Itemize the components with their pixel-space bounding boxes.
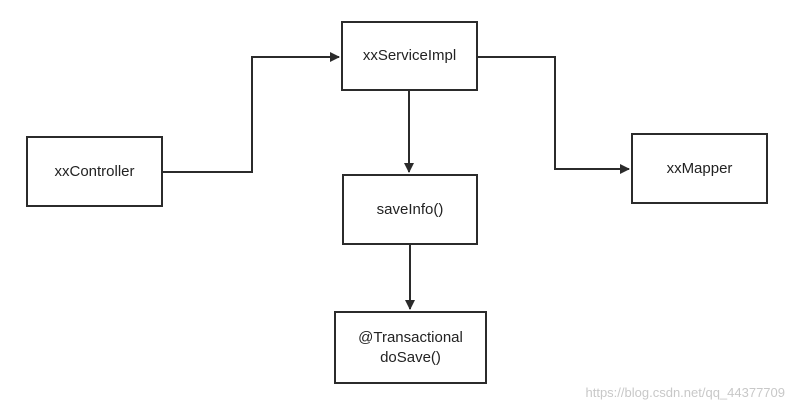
- watermark-url: https://blog.csdn.net/qq_44377709: [585, 385, 786, 400]
- node-xxmapper: xxMapper: [631, 133, 768, 204]
- node-dosave: @Transactional doSave(): [334, 311, 487, 384]
- node-label-annotation: @Transactional: [358, 328, 463, 346]
- node-label: xxServiceImpl: [362, 47, 457, 64]
- node-xxserviceimpl: xxServiceImpl: [341, 21, 478, 91]
- node-label: xxController: [54, 162, 135, 180]
- node-label-method: doSave(): [380, 348, 441, 366]
- node-label: xxMapper: [666, 159, 733, 177]
- edge-service-to-mapper: [478, 56, 630, 174]
- node-saveinfo: saveInfo(): [342, 174, 478, 245]
- node-label: saveInfo(): [376, 200, 444, 218]
- node-xxcontroller: xxController: [26, 136, 163, 207]
- edge-controller-to-service: [163, 52, 340, 173]
